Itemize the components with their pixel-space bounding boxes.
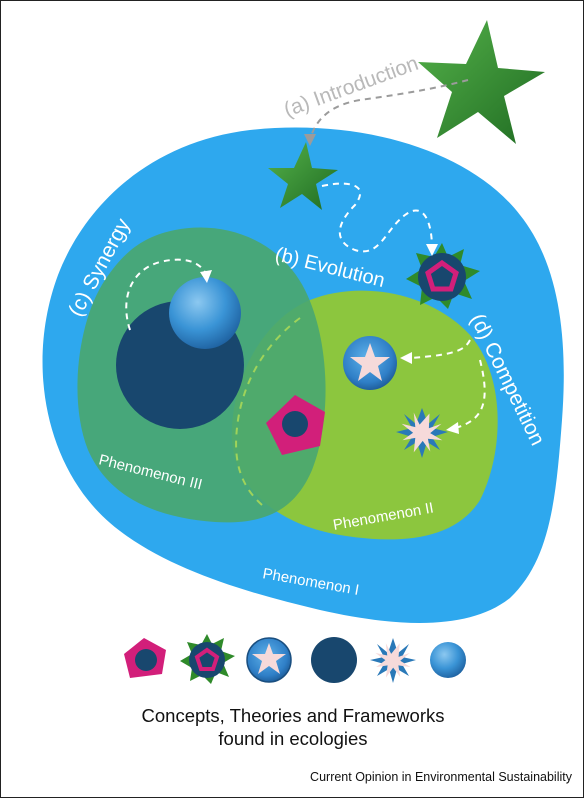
caption-line-1: Concepts, Theories and Frameworks [141,705,445,726]
competition-arrowhead-1 [400,352,412,364]
introduction-arrow [309,79,469,141]
star-circle-icon [246,637,292,683]
synergy-arrowhead [200,270,212,283]
overlap-dashed-outline [235,317,301,506]
pentagon-with-circle [266,395,325,455]
blue-circle-icon [430,642,466,678]
star-in-circle [343,336,397,390]
small-star [268,142,338,210]
evolution-arrow [321,182,433,253]
legend-row [124,634,466,684]
competition-arrows [409,339,486,429]
blue-ball [169,277,241,349]
pentagon-icon [124,638,166,678]
introduction-arrowhead [304,134,316,146]
competition-arrowhead-2 [446,422,459,434]
introduction-label: (a) Introduction [281,52,422,122]
navy-circle-icon [311,637,357,683]
eight-point-star [396,408,448,458]
synergy-arrow [125,258,207,331]
spiky-pentagon [406,243,480,309]
evolution-arrowhead [426,244,438,256]
eight-point-star-icon [370,638,416,683]
caption-line-2: found in ecologies [218,728,368,749]
source-credit: Current Opinion in Environmental Sustain… [310,770,572,784]
spiky-pentagon-icon [180,634,235,684]
large-star [418,20,545,144]
caption: Concepts, Theories and Frameworks found … [0,704,586,750]
